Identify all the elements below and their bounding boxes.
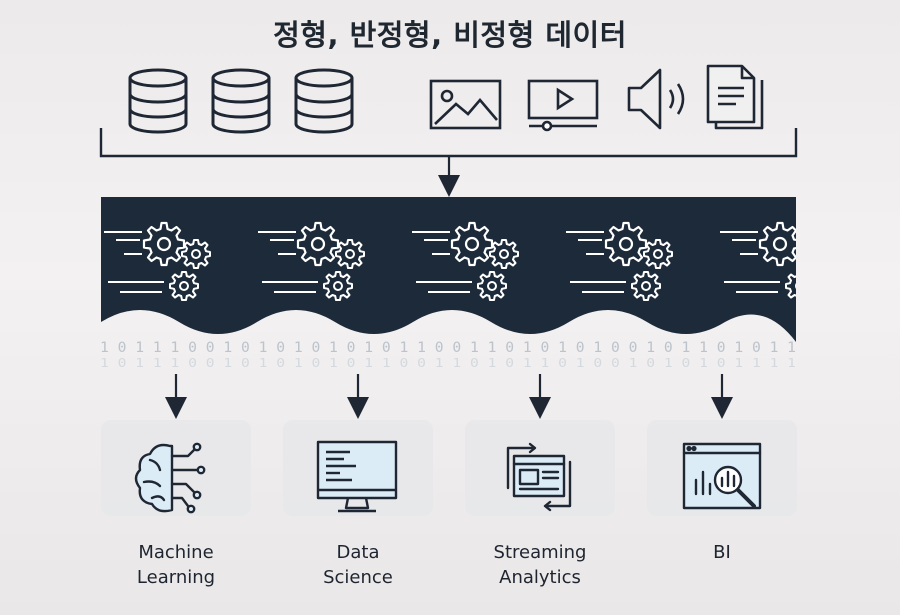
brain-circuit-icon [134, 442, 206, 514]
label-line: Science [323, 567, 393, 588]
output-label-data-science: Data Science [268, 540, 448, 590]
label-line: Machine [138, 542, 214, 563]
database-icon [211, 68, 271, 134]
output-label-streaming-analytics: Streaming Analytics [450, 540, 630, 590]
label-line: Analytics [499, 567, 581, 588]
database-icon [294, 68, 354, 134]
streaming-window-icon [506, 442, 572, 512]
label-line: Data [336, 542, 380, 563]
output-label-machine-learning: Machine Learning [86, 540, 266, 590]
audio-icon [627, 68, 685, 130]
label-line: Learning [136, 567, 216, 588]
diagram-title: 정형, 반정형, 비정형 데이터 [273, 18, 627, 52]
output-label-bi: BI [632, 540, 812, 565]
database-icon [128, 68, 188, 134]
bi-dashboard-icon [682, 442, 762, 510]
document-icon [706, 64, 764, 130]
video-icon [527, 79, 599, 132]
monitor-code-icon [316, 440, 398, 513]
label-line: BI [713, 542, 731, 563]
label-line: Streaming [493, 542, 587, 563]
output-card [101, 420, 251, 516]
binary-stream: 1 0 1 1 1 0 0 1 0 1 0 1 0 1 0 1 0 1 1 0 … [100, 340, 796, 356]
image-icon [429, 79, 502, 130]
processing-band [101, 197, 796, 342]
binary-stream-faint: 1 0 1 1 1 0 0 1 0 1 0 1 0 1 0 1 1 0 0 1 … [100, 356, 796, 370]
